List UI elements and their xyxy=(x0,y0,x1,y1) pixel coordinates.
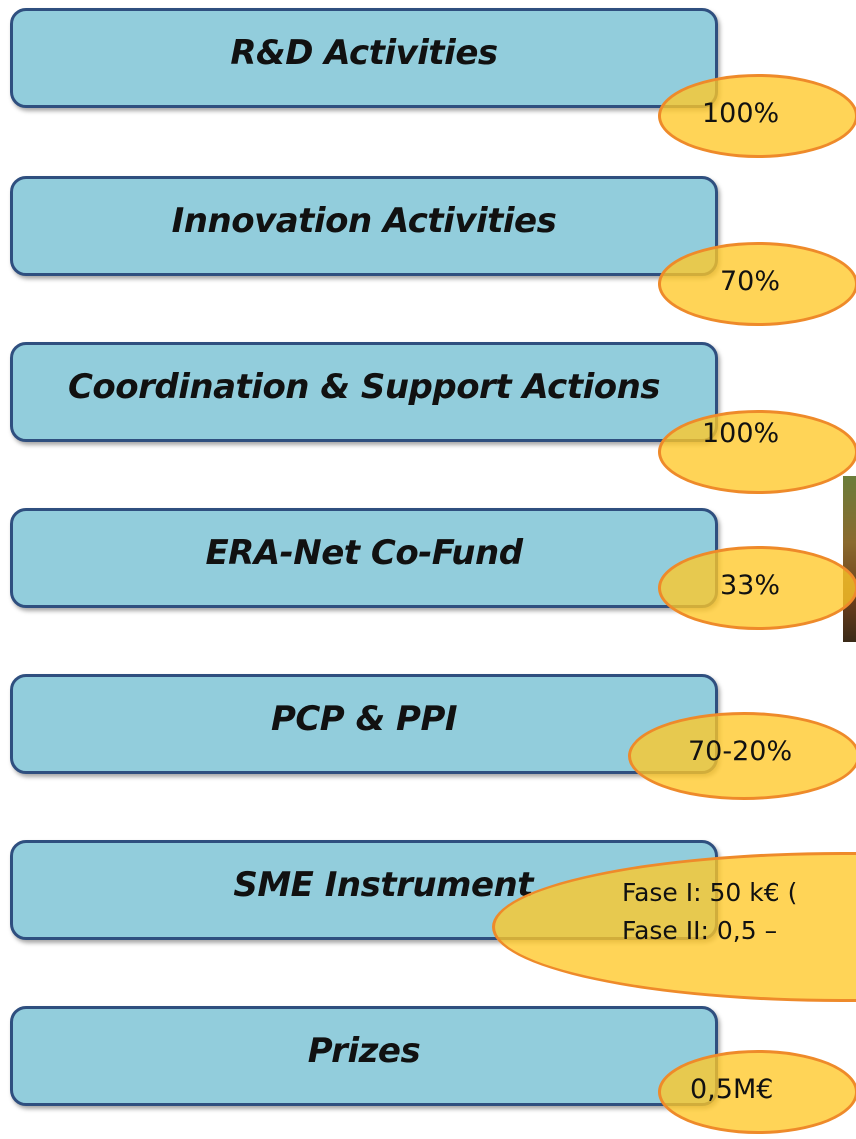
box-era-net-cofund: ERA-Net Co-Fund xyxy=(10,508,718,608)
box-innovation-activities: Innovation Activities xyxy=(10,176,718,276)
badge-ellipse-eranet xyxy=(658,546,856,630)
sme-phase-1: Fase I: 50 k€ ( xyxy=(622,878,798,907)
box-label-sme-instrument: SME Instrument xyxy=(233,865,533,905)
box-label-innovation-activities: Innovation Activities xyxy=(171,201,557,241)
box-label-era-net-cofund: ERA-Net Co-Fund xyxy=(205,533,523,573)
photo-fragment xyxy=(843,476,856,642)
badge-ellipse-prizes xyxy=(658,1050,856,1134)
badge-ellipse-innovation xyxy=(658,242,856,326)
sme-phase-2: Fase II: 0,5 – xyxy=(622,916,778,945)
box-label-coordination-support: Coordination & Support Actions xyxy=(67,367,661,407)
box-label-prizes: Prizes xyxy=(307,1031,421,1071)
badge-ellipse-pcp xyxy=(628,712,856,800)
badge-ellipse-rd xyxy=(658,74,856,158)
box-coordination-support: Coordination & Support Actions xyxy=(10,342,718,442)
badge-ellipse-coordination xyxy=(658,410,856,494)
badge-value-pcp: 70-20% xyxy=(688,736,793,767)
badge-value-innovation: 70% xyxy=(720,266,781,297)
badge-value-rd: 100% xyxy=(702,98,780,129)
box-prizes: Prizes xyxy=(10,1006,718,1106)
badge-value-prizes: 0,5M€ xyxy=(690,1074,774,1105)
box-label-rd-activities: R&D Activities xyxy=(230,33,498,73)
badge-value-eranet: 33% xyxy=(720,570,781,601)
box-pcp-ppi: PCP & PPI xyxy=(10,674,718,774)
box-rd-activities: R&D Activities xyxy=(10,8,718,108)
box-label-pcp-ppi: PCP & PPI xyxy=(270,699,458,739)
badge-value-coordination: 100% xyxy=(702,418,780,449)
